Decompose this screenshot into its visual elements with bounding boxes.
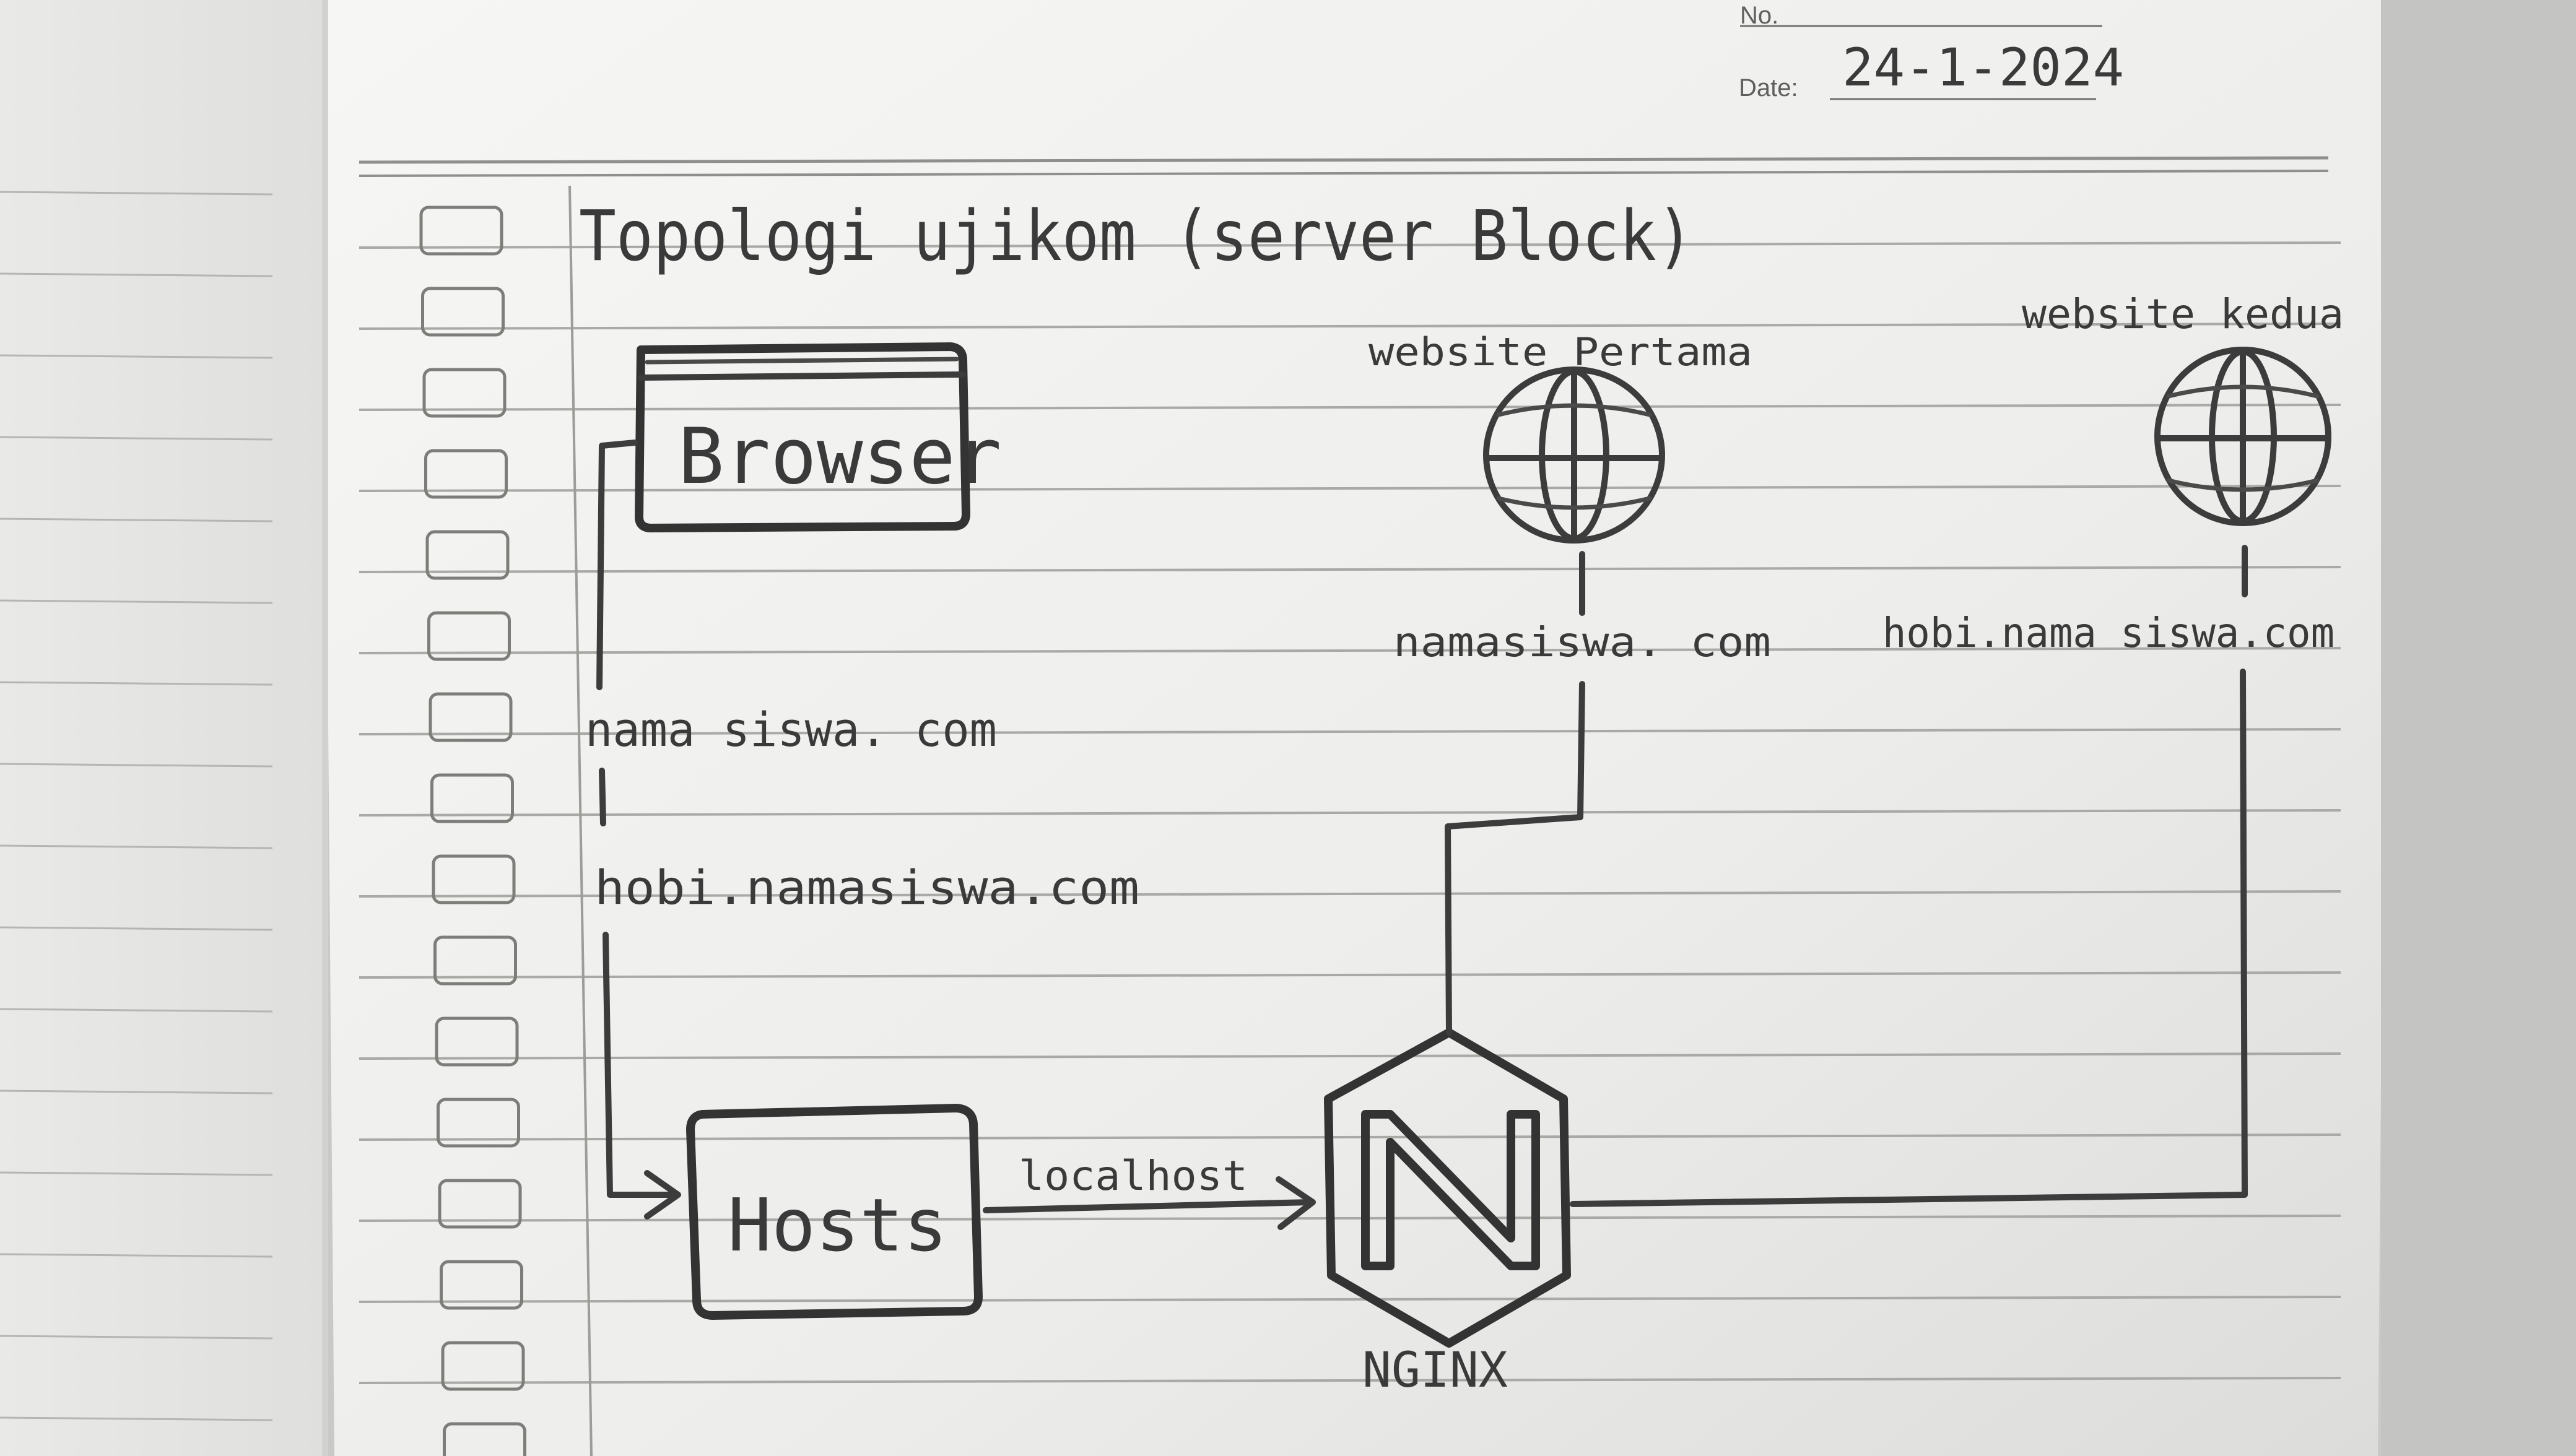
globe-icon [1483,366,1665,544]
left-ruled-line [0,1171,273,1176]
checkbox [440,1260,523,1310]
left-ruled-line [0,681,273,686]
checkbox [424,449,508,499]
ruled-line [359,323,2341,330]
ruled-line [359,485,2341,492]
hosts-to-nginx-arrowhead [1276,1176,1316,1230]
nginx-node: NGINX [1324,1028,1571,1398]
margin-line [568,185,593,1456]
checkbox [419,206,503,256]
date-label: Date: [1739,74,1798,102]
browser-label: Browser [678,412,1002,501]
ruled-line [359,971,2341,979]
checkbox [433,935,517,986]
checkbox [432,854,516,904]
checkbox [421,287,505,337]
browser-node: Browser [635,342,1002,532]
checkbox-column [419,206,526,1456]
left-ruled-line [0,518,273,522]
main-notebook-page [322,0,2390,1456]
nginx-to-website1-line [1445,681,1585,1036]
checkbox [425,530,510,580]
date-value: 24-1-2024 [1842,37,2124,98]
nginx-label: NGINX [1362,1343,1508,1398]
checkbox [427,611,511,661]
left-ruled-line [0,844,273,849]
checkbox [441,1341,525,1391]
left-ruled-line [0,599,273,604]
ruled-line [359,647,2341,654]
website-1-node: website Pertama namasiswa. com [1368,329,1771,666]
left-notebook-page [0,0,322,1456]
browser-domain-2: hobi.namasiswa.com [594,860,1139,915]
ruled-line [359,809,2341,817]
left-ruled-line [0,354,273,359]
left-ruled-line [0,1090,273,1094]
website-2-node: website kedua hobi.nama siswa.com [1882,290,2344,657]
nginx-n-icon [1361,1110,1540,1270]
globe-icon [2154,347,2331,526]
background-table [2381,0,2576,1456]
nginx-hexagon [1324,1028,1571,1348]
header-double-rule-2 [359,170,2329,177]
browser-domain-1: nama siswa. com [585,702,997,757]
checkbox [429,692,513,742]
hosts-to-nginx-line [983,1199,1313,1213]
to-hosts-arrowhead [644,1170,681,1220]
left-ruled-line [0,926,273,931]
left-ruled-line [0,272,273,277]
website-1-title: website Pertama [1368,329,1752,375]
ruled-line [359,1377,2341,1384]
diagram-title: Topologi ujikom (server Block) [579,196,1694,277]
left-ruled-line [0,1008,273,1013]
ruled-line [359,1296,2341,1303]
ruled-line [359,404,2341,411]
website-2-domain: hobi.nama siswa.com [1882,609,2334,657]
website-1-domain: namasiswa. com [1393,618,1771,666]
ruled-line [359,890,2341,898]
page-header: No. Date: 24-1-2024 [1739,2,2124,102]
ruled-line [359,1052,2341,1060]
checkbox [438,1179,522,1229]
browser-connector-line [596,440,638,690]
checkbox [430,773,514,823]
ruled-line [359,728,2341,735]
checkbox [443,1422,526,1456]
website-2-title: website kedua [2022,290,2344,338]
left-ruled-line [0,763,273,768]
left-ruled-line [0,1416,273,1421]
left-ruled-line [0,1335,273,1340]
left-ruled-line [0,1253,273,1258]
ruled-line [359,241,2341,249]
nginx-to-website2-line [1570,669,2248,1207]
header-double-rule [359,156,2329,164]
checkbox [422,368,507,418]
hosts-node: Hosts [686,1104,983,1320]
hosts-label: Hosts [728,1182,947,1268]
to-hosts-line [603,932,678,1198]
left-ruled-line [0,436,273,441]
localhost-label: localhost [1019,1152,1248,1200]
domain-separator-line [599,768,606,826]
checkbox [435,1016,519,1067]
checkbox [437,1098,520,1148]
left-ruled-line [0,191,273,196]
no-label: No. [1740,2,1778,29]
ruled-line [359,566,2341,573]
